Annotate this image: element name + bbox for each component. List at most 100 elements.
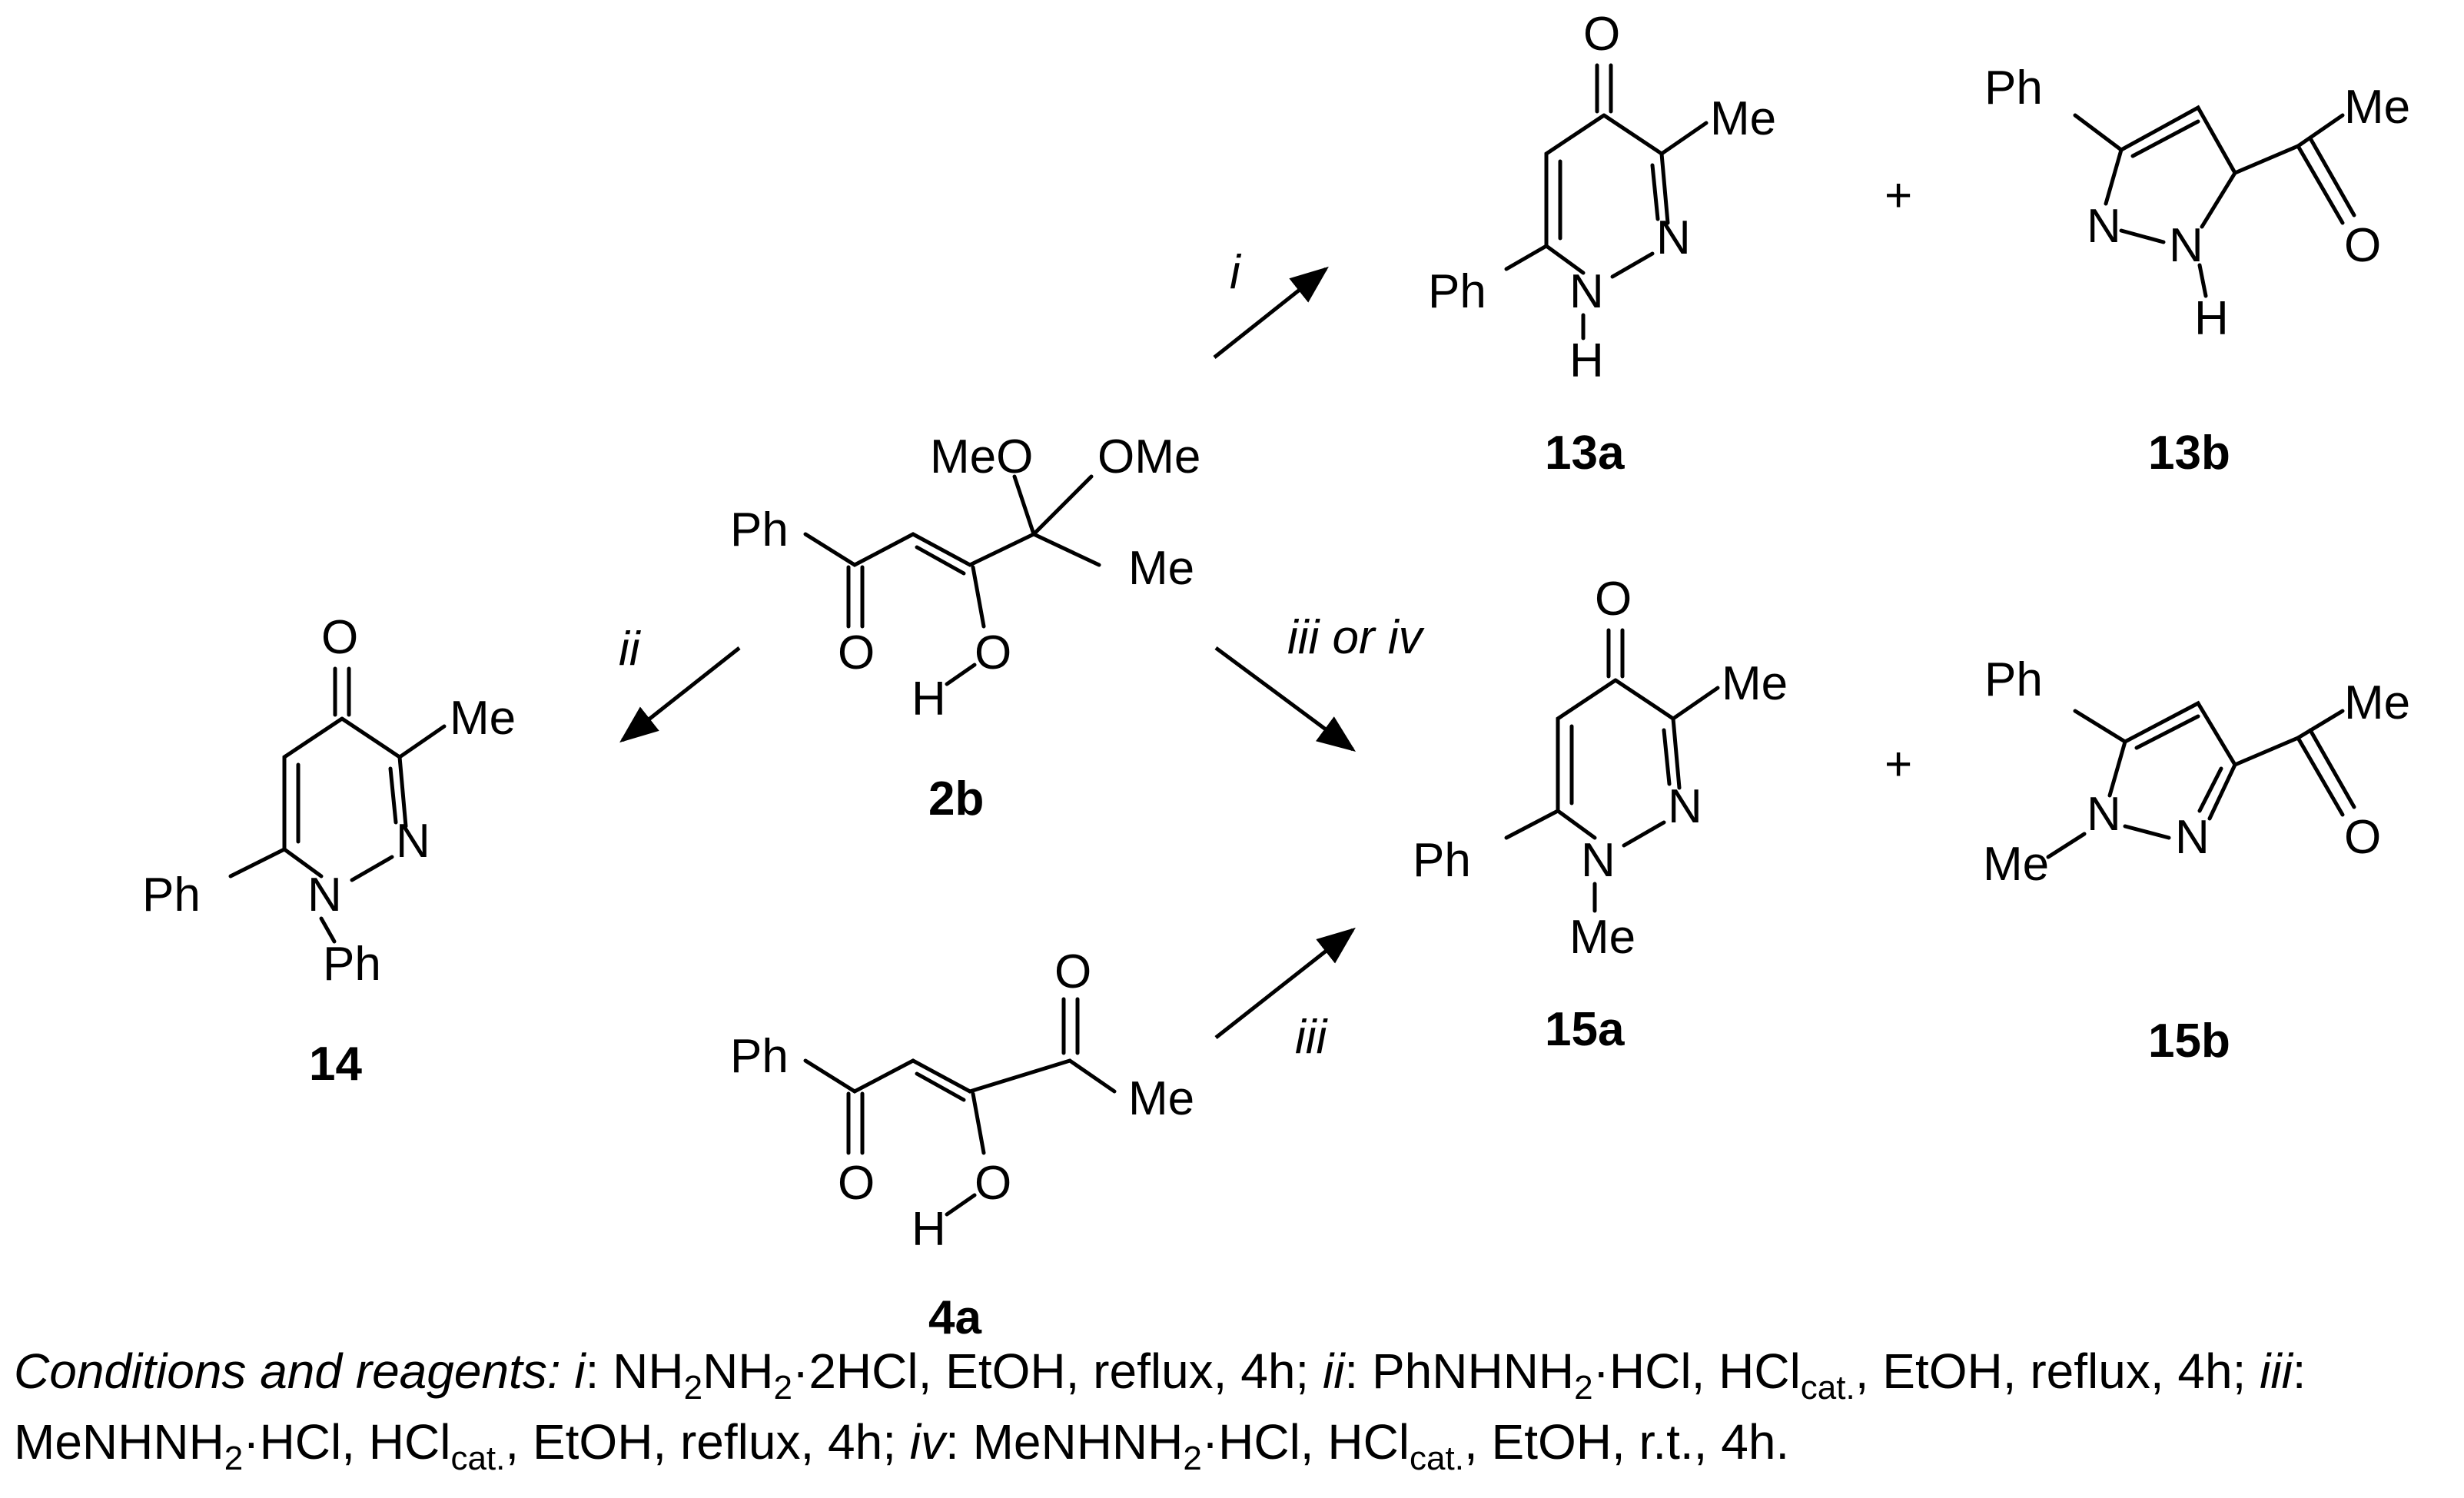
condition-text: ·2HCl, EtOH, reflux, 4h; <box>792 1344 1323 1399</box>
bond <box>2296 728 2356 817</box>
arrow-label-ii: ii <box>619 623 642 676</box>
bond <box>397 724 447 759</box>
bond <box>2296 136 2356 225</box>
compound-15a: O Me N N Me Ph 15a <box>1413 573 1788 1056</box>
bond <box>1504 809 1560 840</box>
atom-meo: MeO <box>930 430 1033 483</box>
condition-text: : PhNHNH <box>1344 1344 1575 1399</box>
atom-n: N <box>1569 265 1604 318</box>
bond <box>846 565 865 629</box>
atom-me: Me <box>1983 838 2049 891</box>
bond <box>915 545 966 576</box>
bond <box>971 565 986 629</box>
bond <box>319 916 337 944</box>
bond <box>971 1091 986 1155</box>
conditions-caption: Conditions and reagents: i: NH2NH2·2HCl,… <box>14 1336 2450 1477</box>
condition-text: ·HCl, HCl <box>1592 1344 1801 1399</box>
bond <box>1061 997 1080 1055</box>
bond <box>282 716 408 879</box>
compound-15b: Ph Me N N Me O 15b <box>1983 653 2410 1068</box>
bond <box>333 666 351 717</box>
conditions-lead: Conditions and reagents: <box>14 1344 561 1399</box>
condition-text: : MeNHNH <box>14 1344 2306 1470</box>
atom-o: O <box>975 626 1011 679</box>
bond <box>2123 824 2171 840</box>
subscript: 2 <box>1574 1369 1593 1407</box>
arrow-iii: iii <box>1214 927 1356 1064</box>
bond <box>2197 766 2223 813</box>
plus-sign: + <box>1885 738 1912 791</box>
atom-o: O <box>321 611 358 664</box>
atom-n: N <box>307 869 342 922</box>
atom-n: N <box>2087 200 2121 253</box>
atom-n: N <box>1581 834 1616 887</box>
bond <box>1659 121 1709 156</box>
arrow-label-iii-or-iv: iii or iv <box>1287 611 1425 664</box>
atom-n: N <box>2169 219 2203 272</box>
bond <box>846 1091 865 1155</box>
atom-o: O <box>838 1157 875 1210</box>
atom-n: N <box>2175 811 2210 864</box>
atom-ph: Ph <box>1984 61 2043 115</box>
compound-label-13b: 13b <box>2148 427 2230 480</box>
subscript: 2 <box>1183 1440 1202 1477</box>
bond <box>2130 119 2200 158</box>
atom-ph: Ph <box>730 1030 789 1083</box>
atom-h: H <box>2194 292 2229 345</box>
bond <box>1606 628 1625 679</box>
condition-text: ·HCl, HCl <box>243 1414 451 1470</box>
condition-text: ·HCl, HCl <box>1201 1414 1410 1470</box>
atom-ph: Ph <box>1428 265 1486 318</box>
condition-text: , EtOH, reflux, 4h; <box>1855 1344 2260 1399</box>
atom-o: O <box>1583 8 1620 61</box>
bond <box>1012 474 1094 536</box>
subscript: 2 <box>224 1440 244 1477</box>
subscript: cat. <box>1800 1369 1855 1407</box>
bond <box>945 663 977 686</box>
bond <box>2119 228 2166 244</box>
bond <box>1544 113 1670 275</box>
atom-h: H <box>912 1203 946 1256</box>
bond <box>1622 820 1666 848</box>
condition-text: NH <box>702 1344 774 1399</box>
compound-label-14: 14 <box>309 1038 362 1091</box>
arrow-iii-or-iv: iii or iv <box>1214 611 1425 752</box>
compound-14: O Me N N Ph Ph 14 <box>142 611 516 1091</box>
bond <box>2046 832 2087 859</box>
atom-ph: Ph <box>730 503 789 556</box>
plus-sign: + <box>1885 169 1912 222</box>
bond <box>1556 678 1682 840</box>
atom-n: N <box>1668 780 1702 833</box>
bond <box>803 532 1101 567</box>
bond <box>945 1193 977 1217</box>
subscript: 2 <box>773 1369 792 1407</box>
compound-label-13a: 13a <box>1545 427 1625 480</box>
compound-4a: Ph O Me O O H 4a <box>730 945 1194 1344</box>
bond <box>1662 728 1672 786</box>
atom-ph: Ph <box>323 938 381 991</box>
atom-me: Me <box>2344 81 2410 134</box>
compound-label-4a: 4a <box>928 1291 981 1344</box>
bond <box>2197 263 2208 298</box>
condition-key-iii: iii <box>2260 1344 2293 1399</box>
arrow-ii: ii <box>619 623 741 743</box>
atom-o: O <box>1054 945 1091 998</box>
atom-me: Me <box>1569 911 1635 964</box>
atom-me: Me <box>450 692 516 745</box>
atom-n: N <box>2087 788 2121 841</box>
compound-13b: Ph Me N N H O 13b <box>1984 61 2410 480</box>
bond <box>915 1071 966 1102</box>
compound-13a: O Me N N H Ph 13a <box>1428 8 1776 480</box>
condition-key-ii: ii <box>1322 1344 1345 1399</box>
bond <box>1610 251 1655 279</box>
subscript: 2 <box>683 1369 703 1407</box>
atom-o: O <box>838 626 875 679</box>
condition-text: , EtOH, reflux, 4h; <box>505 1414 910 1470</box>
compound-label-15b: 15b <box>2148 1015 2230 1068</box>
atom-o: O <box>975 1157 1011 1210</box>
compound-2b: Ph MeO OMe Me O O H 2b <box>730 430 1200 825</box>
condition-text: : NH <box>585 1344 684 1399</box>
atom-ome: OMe <box>1098 430 1200 483</box>
bond <box>803 1058 1117 1094</box>
bond <box>388 766 398 825</box>
